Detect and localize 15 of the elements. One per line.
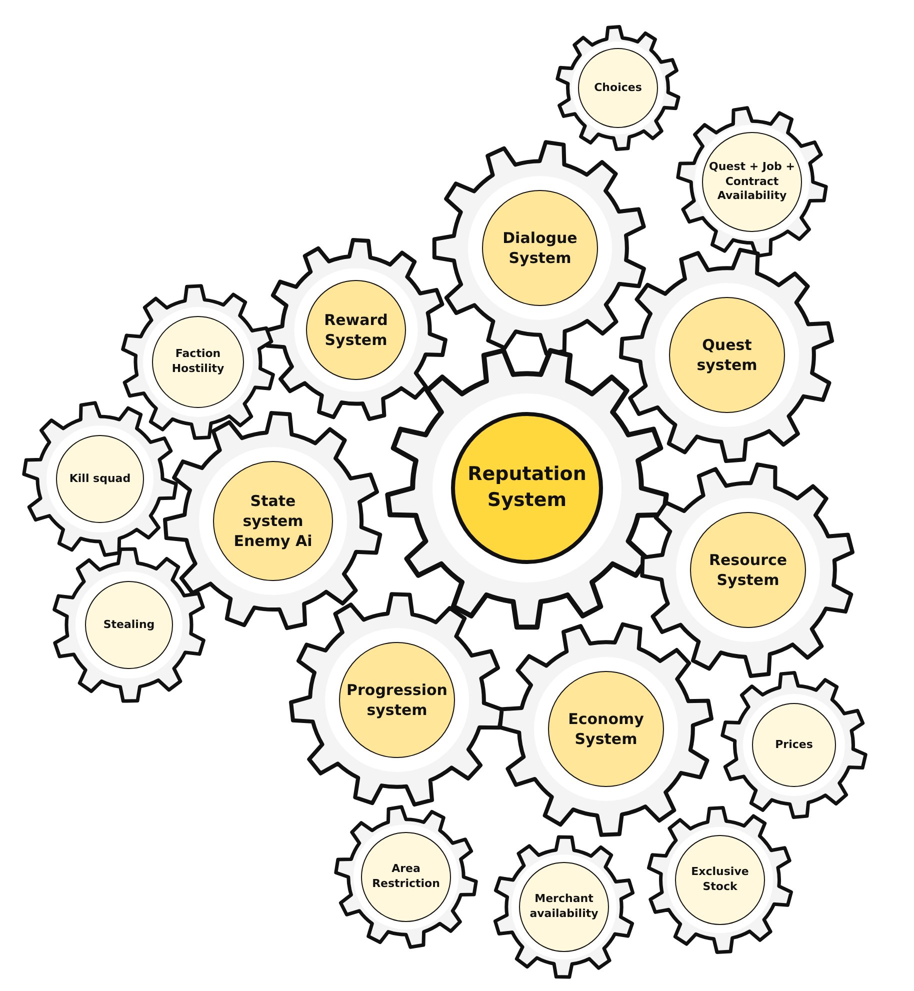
gear [22,401,178,557]
gear [51,547,207,703]
gear [555,25,681,151]
gear [385,346,669,630]
gear [676,106,828,258]
gear [498,621,714,837]
gear [334,805,478,949]
gear [619,247,835,463]
gear [432,140,648,356]
gear [264,238,448,422]
gear [646,806,794,954]
gear [720,671,868,819]
gear [163,411,383,631]
gear [492,835,636,979]
gear [640,462,856,678]
